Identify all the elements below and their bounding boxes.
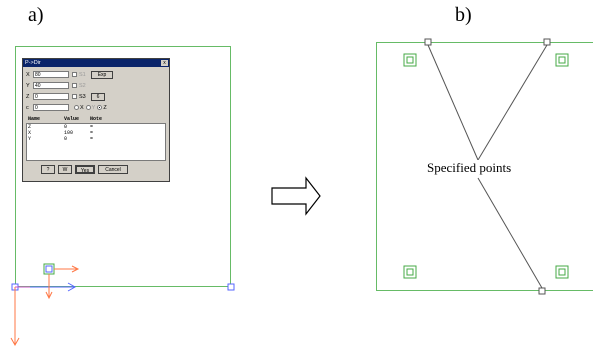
field-label-x: X xyxy=(26,71,30,78)
col-note-header: Note xyxy=(90,116,103,122)
corner-handle-icon[interactable] xyxy=(424,38,432,46)
s3-label: S3 xyxy=(79,93,86,100)
radio-y[interactable] xyxy=(85,105,91,110)
x-input[interactable]: 80 xyxy=(33,71,69,78)
s2-checkbox[interactable] xyxy=(72,83,77,88)
dialog-title: P->Dir xyxy=(25,60,41,66)
table-row[interactable]: Y 0 = xyxy=(27,136,165,142)
table-header: Name Value Note xyxy=(28,116,166,123)
field-label-y: Y xyxy=(26,82,30,89)
hollow-right-arrow-icon xyxy=(271,176,321,216)
cell-note: = xyxy=(90,124,94,130)
panel-b-frame xyxy=(376,42,593,291)
dialog-button-bar: ? W Yes Cancel xyxy=(41,165,128,174)
w-button[interactable]: W xyxy=(58,165,72,174)
corner-handle-icon[interactable] xyxy=(227,283,235,291)
field-label-c: c xyxy=(26,104,29,111)
panel-b-label: b) xyxy=(455,4,472,26)
s3-checkbox[interactable] xyxy=(72,94,77,99)
panel-a-frame xyxy=(15,46,231,287)
radio-z[interactable] xyxy=(97,105,103,110)
yes-button[interactable]: Yes xyxy=(75,165,95,174)
double-square-marker-icon[interactable] xyxy=(555,53,569,67)
cell-value: 0 xyxy=(64,136,68,142)
radio-x-label: X xyxy=(80,104,84,111)
field-row-c: c 0 X Y Z xyxy=(26,103,107,112)
radio-y-label: Y xyxy=(91,104,96,111)
axis-gizmo-icon xyxy=(10,282,77,347)
cell-name: X xyxy=(28,130,32,136)
specified-points-callout: Specified points xyxy=(425,160,514,176)
exp-button[interactable]: Exp xyxy=(91,70,113,79)
leader-line xyxy=(477,177,543,289)
close-icon[interactable]: x xyxy=(161,60,168,66)
cell-name: Z xyxy=(28,124,32,130)
z-input[interactable]: 0 xyxy=(33,93,69,100)
field-label-z: Z xyxy=(26,93,30,100)
y-input[interactable]: 40 xyxy=(33,82,69,89)
double-square-marker-icon[interactable] xyxy=(403,265,417,279)
point-gizmo-icon[interactable] xyxy=(43,263,80,300)
cell-value: 0 xyxy=(64,124,68,130)
help-button[interactable]: ? xyxy=(41,165,55,174)
table-row[interactable]: Z 0 = xyxy=(27,124,165,130)
s2-label: S2 xyxy=(79,82,86,89)
field-row-z: Z 0 S3 6 xyxy=(26,92,105,101)
parameter-table: Name Value Note Z 0 = X 100 = Y 0 = xyxy=(26,116,166,161)
col-name-header: Name xyxy=(28,116,41,122)
c-input[interactable]: 0 xyxy=(33,104,69,111)
cancel-button[interactable]: Cancel xyxy=(98,165,128,174)
double-square-marker-icon[interactable] xyxy=(555,265,569,279)
field-row-y: Y 40 S2 xyxy=(26,81,86,90)
six-button[interactable]: 6 xyxy=(91,92,105,101)
double-square-marker-icon[interactable] xyxy=(403,53,417,67)
corner-handle-icon[interactable] xyxy=(543,38,551,46)
radio-z-label: Z xyxy=(103,104,107,111)
p-dir-dialog[interactable]: P->Dir x X 80 S1 Exp Y 40 S2 Z 0 S3 6 c … xyxy=(22,58,170,182)
leader-line xyxy=(477,44,548,161)
col-value-header: Value xyxy=(64,116,80,122)
panel-a-label: a) xyxy=(28,4,44,26)
s1-checkbox[interactable] xyxy=(72,72,77,77)
corner-handle-icon[interactable] xyxy=(538,287,546,295)
cell-value: 100 xyxy=(64,130,74,136)
cell-name: Y xyxy=(28,136,32,142)
table-row[interactable]: X 100 = xyxy=(27,130,165,136)
field-row-x: X 80 S1 Exp xyxy=(26,70,113,79)
dialog-titlebar[interactable]: P->Dir x xyxy=(23,59,169,67)
radio-x[interactable] xyxy=(74,105,79,110)
s1-label: S1 xyxy=(79,71,86,78)
leader-line xyxy=(427,44,479,161)
cell-note: = xyxy=(90,130,94,136)
cell-note: = xyxy=(90,136,94,142)
